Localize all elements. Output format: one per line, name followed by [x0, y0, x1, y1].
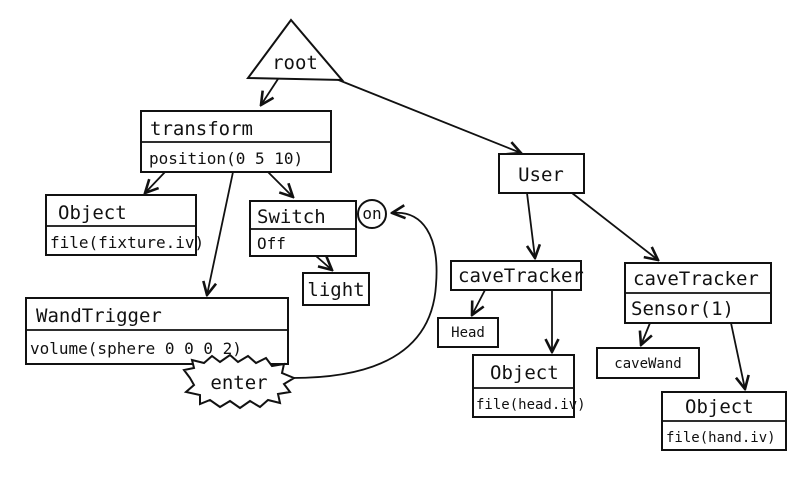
wandtrigger-node: WandTrigger volume(sphere 0 0 0 2) — [25, 297, 289, 365]
light-node: light — [302, 272, 370, 306]
edge-cavetracker2-object — [730, 322, 745, 389]
cavetracker-head-name: caveTracker — [458, 265, 584, 287]
edge-cavetracker-head — [472, 289, 486, 315]
object-fixture-field: file(fixture.iv) — [50, 233, 204, 252]
transform-field: position(0 5 10) — [149, 149, 303, 168]
on-state-node: on — [357, 199, 387, 229]
cavetracker-head-node: caveTracker — [450, 260, 584, 291]
edge-cavetracker2-cavewand — [641, 322, 650, 345]
edge-root-user — [335, 78, 521, 153]
light-label: light — [307, 279, 364, 301]
cavetracker-wand-field: Sensor(1) — [631, 298, 734, 320]
edge-user-cavetracker-head — [527, 192, 535, 258]
cavewand-node: caveWand — [596, 347, 700, 379]
on-state-label: on — [362, 204, 381, 223]
enter-burst-shape — [182, 353, 297, 410]
object-fixture-node: Object file(fixture.iv) — [45, 194, 204, 256]
object-hand-node: Object file(hand.iv) — [661, 391, 787, 451]
wandtrigger-field: volume(sphere 0 0 0 2) — [30, 339, 242, 358]
head-node: Head — [437, 317, 499, 348]
edge-switch-light — [315, 255, 332, 270]
edge-user-cavetracker-wand — [571, 192, 658, 260]
edge-enter-on — [291, 213, 438, 379]
object-hand-name: Object — [685, 396, 754, 418]
object-fixture-name: Object — [58, 202, 127, 224]
object-hand-field: file(hand.iv) — [666, 430, 776, 446]
root-node: root — [246, 18, 345, 82]
wandtrigger-name: WandTrigger — [36, 305, 162, 327]
root-label: root — [272, 52, 318, 74]
cavetracker-wand-node: caveTracker Sensor(1) — [624, 262, 772, 324]
switch-node: Switch Off — [249, 200, 357, 257]
enter-label: enter — [210, 372, 267, 394]
switch-field: Off — [257, 234, 286, 253]
user-label: User — [518, 164, 564, 186]
head-label: Head — [451, 325, 485, 341]
enter-event-node: enter — [182, 353, 297, 410]
cavetracker-wand-name: caveTracker — [633, 268, 759, 290]
transform-node: transform position(0 5 10) — [140, 110, 332, 173]
object-head-node: Object file(head.iv) — [472, 354, 586, 418]
switch-name: Switch — [257, 206, 326, 228]
transform-name: transform — [150, 118, 253, 140]
edge-transform-wandtrigger — [207, 171, 234, 295]
edge-root-transform — [261, 78, 279, 105]
object-head-name: Object — [490, 362, 559, 384]
edge-transform-switch — [267, 171, 293, 197]
connectors — [145, 78, 745, 389]
object-head-field: file(head.iv) — [476, 397, 586, 413]
edge-transform-object — [145, 171, 166, 193]
user-node: User — [498, 153, 585, 194]
cavewand-label: caveWand — [614, 356, 681, 372]
